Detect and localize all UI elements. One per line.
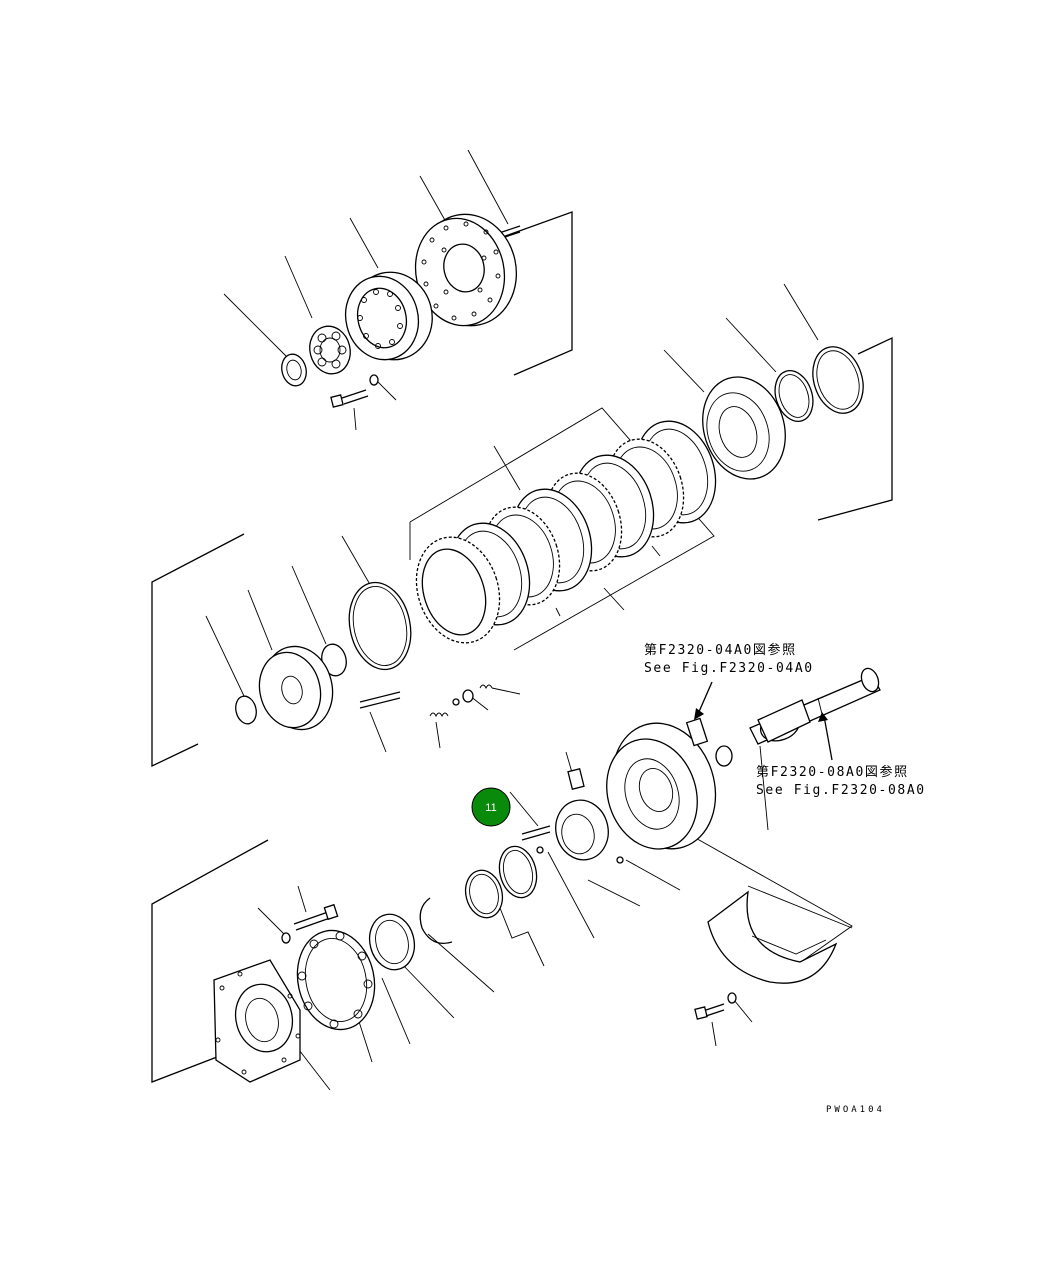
housing-right: [606, 717, 717, 850]
ref-right-jp: 第F2320-08A0図参照: [756, 764, 909, 780]
ref-top-en: See Fig.F2320-04A0: [644, 661, 814, 676]
seal-ring: [281, 353, 307, 387]
cover-bolt: [694, 1003, 725, 1020]
callout-label: 11: [485, 802, 496, 814]
bolt: [330, 389, 369, 408]
snap-ring-small: [235, 695, 257, 725]
top-part-group: [223, 149, 573, 431]
figure-code: PWOA104: [826, 1105, 885, 1115]
washer-right: [727, 992, 737, 1004]
housing-group: [151, 667, 881, 1091]
hub-gear: [258, 645, 334, 731]
seal-carrier: [555, 768, 609, 861]
o-ring: [715, 745, 733, 767]
stud-bolt: [293, 903, 339, 931]
carrier-plate: [414, 213, 518, 327]
seal-ring-large: [812, 346, 864, 414]
ref-top-jp: 第F2320-04A0図参照: [644, 642, 797, 658]
seal-ring-b: [464, 869, 504, 919]
washer: [369, 374, 379, 386]
clutch-plates: [415, 420, 717, 644]
callout-marker[interactable]: 11: [471, 787, 511, 827]
roller-bearing: [309, 325, 351, 375]
pin-spring: [359, 684, 493, 718]
clutch-pack-group: [151, 283, 893, 768]
callout-circle[interactable]: [471, 787, 511, 827]
reference-labels: 第F2320-04A0図参照 See Fig.F2320-04A0 第F2320…: [644, 642, 926, 1115]
ball-bearing: [368, 913, 416, 971]
arrow-head: [818, 712, 828, 722]
washer-left: [281, 932, 291, 944]
small-bolt: [521, 825, 624, 864]
ring-gear: [344, 271, 433, 361]
output-shaft: [749, 667, 881, 745]
snap-ring-bottom: [419, 897, 453, 945]
housing-left: [213, 959, 301, 1083]
end-plate: [348, 581, 412, 671]
ref-right-en: See Fig.F2320-08A0: [756, 783, 926, 798]
piston: [702, 376, 786, 480]
bearing-race: [296, 929, 376, 1031]
guard-cover: [707, 890, 838, 984]
